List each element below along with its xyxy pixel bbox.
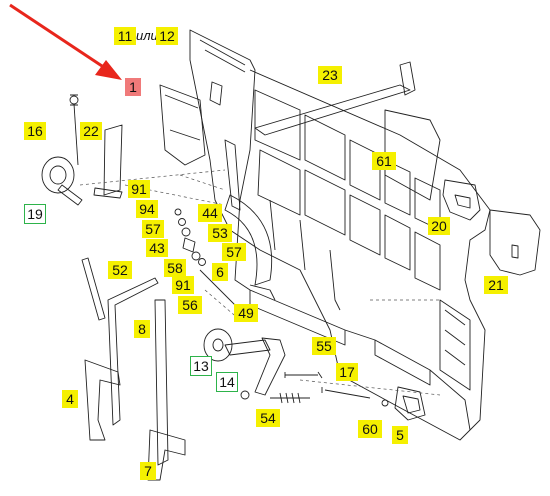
- callout-8[interactable]: 8: [134, 320, 150, 338]
- callout-12[interactable]: 12: [156, 27, 178, 45]
- guard-part-44: [224, 194, 276, 301]
- bar-part-8: [107, 277, 169, 466]
- cover-part-21: [489, 209, 541, 276]
- pointer-arrow: [9, 3, 122, 80]
- callout-54[interactable]: 54: [256, 409, 280, 427]
- callout-49[interactable]: 49: [234, 304, 258, 322]
- callout-52[interactable]: 52: [108, 261, 132, 279]
- callout-4[interactable]: 4: [62, 390, 78, 408]
- bracket-part-22: [93, 124, 123, 199]
- callout-44[interactable]: 44: [198, 204, 222, 222]
- callout-21[interactable]: 21: [484, 276, 508, 294]
- callout-6[interactable]: 6: [212, 263, 228, 281]
- callout-16[interactable]: 16: [24, 122, 46, 140]
- callout-43[interactable]: 43: [146, 239, 168, 257]
- bolt-part-55: [284, 371, 323, 379]
- callout-13[interactable]: 13: [190, 356, 212, 376]
- callout-5[interactable]: 5: [392, 426, 408, 444]
- cross-bar-part: [254, 61, 416, 136]
- variant-or-text: или: [136, 28, 158, 43]
- callout-23[interactable]: 23: [318, 66, 342, 84]
- callout-61[interactable]: 61: [372, 152, 396, 170]
- tensioner-pulley-part: [41, 156, 83, 206]
- plate-part-5: [394, 386, 426, 421]
- callout-56[interactable]: 56: [178, 296, 202, 314]
- callout-17[interactable]: 17: [336, 363, 358, 381]
- panel-part-1: [159, 84, 206, 166]
- callout-58[interactable]: 58: [164, 259, 186, 277]
- rod-part-17: [321, 387, 371, 399]
- arm-part-16: [69, 94, 79, 166]
- plate-part-4: [84, 359, 121, 441]
- plate-part-7: [147, 429, 186, 481]
- callout-55[interactable]: 55: [312, 337, 336, 355]
- bar-part-52: [81, 257, 106, 321]
- callout-7[interactable]: 7: [140, 462, 156, 480]
- callout-19[interactable]: 19: [24, 204, 46, 224]
- callout-11[interactable]: 11: [114, 27, 136, 45]
- cover-part-20: [442, 179, 481, 221]
- spring-part-54: [270, 392, 310, 404]
- callout-57-top[interactable]: 57: [142, 220, 164, 238]
- callout-53[interactable]: 53: [208, 224, 232, 242]
- callout-91-bottom[interactable]: 91: [172, 276, 194, 294]
- callout-94[interactable]: 94: [136, 200, 158, 218]
- callout-14[interactable]: 14: [216, 372, 238, 392]
- lever-part: [203, 328, 286, 400]
- callout-57-bottom[interactable]: 57: [222, 243, 246, 261]
- callout-22[interactable]: 22: [80, 122, 102, 140]
- callout-60[interactable]: 60: [358, 420, 382, 438]
- callout-91-top[interactable]: 91: [128, 180, 150, 198]
- callout-20[interactable]: 20: [428, 217, 450, 235]
- fastener-stack: [174, 208, 236, 306]
- callout-1[interactable]: 1: [125, 78, 141, 96]
- washer-part-60: [381, 399, 389, 407]
